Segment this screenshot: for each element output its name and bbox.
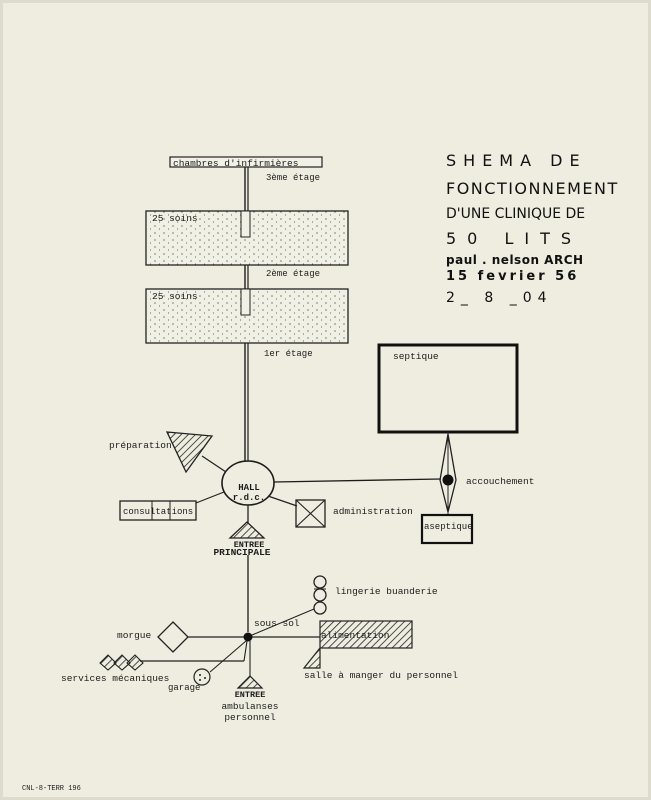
rdc-label: r.d.c. (233, 493, 265, 503)
second-floor-label: 2ème étage (266, 269, 320, 279)
aseptic-label: aseptique (424, 522, 473, 532)
ambulance-triangle (236, 675, 264, 689)
mechanical-diamond-3 (126, 654, 144, 671)
dining-triangle (302, 646, 321, 669)
floor-2-care-label: 25 soins (152, 213, 198, 224)
septic-box (377, 343, 519, 434)
delivery-label: accouchement (466, 476, 534, 487)
preparation-label: préparation (109, 440, 172, 451)
laundry-label: lingerie buanderie (335, 586, 438, 597)
title-line-1: SHEMA DE (446, 151, 587, 170)
consultations-label: consultations (123, 507, 193, 517)
floor-2-core (240, 210, 251, 238)
administration-cross-2 (295, 499, 326, 528)
staff-label: personnel (224, 712, 276, 723)
dining-label: salle à manger du personnel (304, 670, 458, 681)
floor-1-core (240, 288, 251, 316)
third-floor-label: 3ème étage (266, 173, 320, 183)
nurses-rooms-box (169, 156, 323, 168)
archive-stamp: CNL-8-TERR 196 (22, 785, 81, 793)
septic-label: septique (393, 351, 439, 362)
preparation-triangle (165, 431, 214, 474)
main-entrance-triangle (228, 521, 266, 539)
main-entrance-label-1: ENTREE (234, 540, 265, 550)
mechanical-link-2 (243, 640, 248, 662)
garage-label: garage (168, 683, 200, 693)
kitchen-label: alimentation (321, 630, 389, 641)
drawing-reference: 2_ 8 _04 (446, 290, 553, 306)
drawing-date: 15 fevrier 56 (446, 269, 579, 284)
first-floor-label: 1er étage (264, 349, 313, 359)
mechanical-label: services mécaniques (61, 673, 169, 684)
laundry-link (251, 608, 315, 636)
floor-1-care-label: 25 soins (152, 291, 198, 302)
kitchen-box (319, 620, 413, 649)
title-line-2: FONCTIONNEMENT (446, 179, 619, 198)
title-block: SHEMA DE FONCTIONNEMENT D'UNE CLINIQUE D… (446, 151, 619, 306)
hall-label: HALL (238, 483, 260, 493)
maternity-corridor (273, 478, 442, 483)
laundry-circle-1 (313, 575, 327, 589)
title-line-3: D'UNE CLINIQUE DE (446, 206, 585, 222)
morgue-diamond (157, 621, 189, 653)
administration-link (267, 495, 298, 507)
nurses-rooms-label: chambres d'infirmières (173, 158, 298, 169)
consultations-link (195, 491, 225, 504)
main-entrance-label-2: PRINCIPALE (213, 547, 270, 558)
delivery-node (442, 474, 454, 486)
title-line-4: 50 LITS (446, 229, 582, 248)
consultations-box (119, 500, 197, 521)
garage-node (193, 668, 211, 686)
laundry-circle-2 (313, 588, 327, 602)
preparation-link (201, 455, 227, 473)
delivery-diamond (439, 433, 457, 513)
ambulance-label: ambulanses (221, 701, 278, 712)
author-signature: paul . nelson ARCH (446, 253, 584, 267)
ambulance-entrance-label: ENTREE (235, 690, 266, 700)
laundry-circle-3 (313, 601, 327, 615)
basement-label: sous sol (254, 618, 300, 629)
aseptic-box (420, 513, 474, 545)
basement-node (243, 632, 253, 642)
administration-label: administration (333, 506, 413, 517)
morgue-label: morgue (117, 630, 152, 641)
mechanical-diamond-1 (99, 654, 117, 671)
garage-link (209, 640, 247, 673)
